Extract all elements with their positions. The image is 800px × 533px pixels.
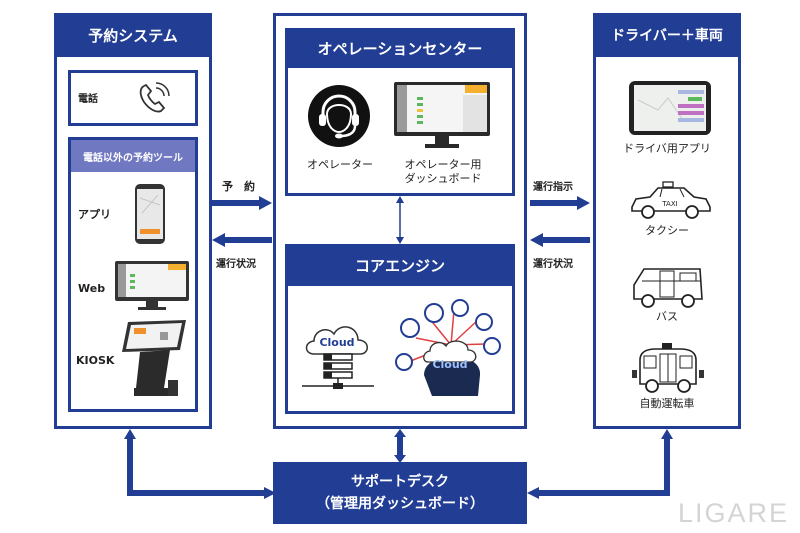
ligare-watermark: LIGARE bbox=[678, 498, 790, 528]
headset-operator-icon bbox=[308, 85, 370, 147]
driver-app-label: ドライバ用アプリ bbox=[623, 142, 711, 155]
arrow-left-status bbox=[212, 233, 272, 247]
phone-icon bbox=[139, 82, 170, 113]
support-connector-center bbox=[394, 429, 406, 463]
cloud-text: Cloud bbox=[319, 336, 354, 349]
web-label: Web bbox=[78, 282, 106, 295]
status-arrow-label-right: 運行状況 bbox=[533, 259, 573, 270]
other-tools-title: 電話以外の予約ツール bbox=[71, 140, 195, 172]
support-connector-right bbox=[527, 429, 673, 499]
operator-dashboard-label-line1: オペレーター用 bbox=[404, 158, 482, 171]
kiosk-terminal-icon bbox=[122, 320, 186, 396]
reservation-system-title: 予約システム bbox=[54, 13, 212, 57]
taxi-icon: TAXI bbox=[631, 181, 711, 219]
autonomous-shuttle-icon bbox=[632, 343, 704, 393]
kiosk-label: KIOSK bbox=[76, 354, 115, 367]
app-label: アプリ bbox=[78, 208, 111, 221]
status-arrow-label-left: 運行状況 bbox=[216, 259, 256, 270]
support-desk-box: サポートデスク （管理用ダッシュボード） bbox=[273, 462, 527, 524]
support-connector-left bbox=[124, 429, 276, 499]
arrow-right-reservation bbox=[212, 196, 272, 210]
bidirectional-arrow-vertical bbox=[396, 196, 404, 244]
phone-box bbox=[68, 70, 198, 126]
cloud-server-icon: Cloud bbox=[302, 326, 374, 389]
arrow-left-status-right bbox=[530, 233, 590, 247]
reservation-arrow-label: 予 約 bbox=[222, 180, 255, 193]
operator-dashboard-label: オペレーター用 ダッシュボード bbox=[395, 158, 491, 186]
bus-icon bbox=[633, 268, 703, 308]
desktop-monitor-icon bbox=[115, 261, 189, 310]
arrow-right-dispatch bbox=[530, 196, 590, 210]
cloud-text: Cloud bbox=[432, 358, 467, 371]
autonomous-vehicle-label: 自動運転車 bbox=[639, 397, 695, 410]
taxi-label: タクシー bbox=[645, 224, 689, 237]
driver-vehicle-title: ドライバー＋車両 bbox=[593, 13, 741, 57]
smartphone-icon bbox=[135, 184, 165, 244]
dashboard-monitor-icon bbox=[394, 82, 490, 148]
support-desk-subtitle: （管理用ダッシュボード） bbox=[316, 496, 484, 512]
support-desk-title: サポートデスク bbox=[351, 474, 449, 490]
dispatch-arrow-label: 運行指示 bbox=[533, 182, 573, 193]
bus-label: バス bbox=[656, 310, 678, 323]
operation-center-title: オペレーションセンター bbox=[285, 28, 515, 68]
taxi-sign-text: TAXI bbox=[661, 200, 677, 208]
phone-label: 電話 bbox=[78, 94, 98, 105]
cloud-ai-head-icon: Cloud bbox=[395, 299, 501, 396]
operator-dashboard-label-line2: ダッシュボード bbox=[404, 172, 482, 185]
tablet-map-icon bbox=[629, 81, 711, 135]
core-engine-title: コアエンジン bbox=[285, 244, 515, 286]
operator-label: オペレーター bbox=[307, 158, 373, 171]
